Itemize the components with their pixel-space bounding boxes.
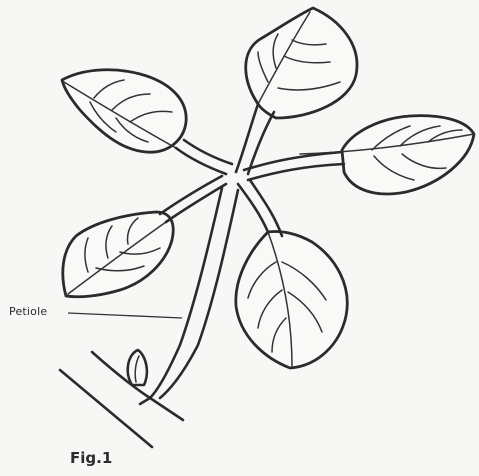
- figure-caption: Fig.1: [70, 449, 112, 467]
- leaf-upper-left: [62, 70, 186, 152]
- leaf-top: [246, 8, 357, 118]
- leaf-lower-right: [236, 231, 347, 368]
- petiole-label: Petiole: [9, 305, 47, 318]
- petiole-right: [244, 152, 344, 180]
- petiole-leader-line: [68, 313, 182, 318]
- axillary-bud: [128, 350, 147, 385]
- petiole-upper-left: [176, 140, 232, 174]
- leaf-lower-left: [63, 212, 173, 297]
- petiole-lower-right: [238, 180, 282, 236]
- lower-stem-lines: [60, 352, 183, 447]
